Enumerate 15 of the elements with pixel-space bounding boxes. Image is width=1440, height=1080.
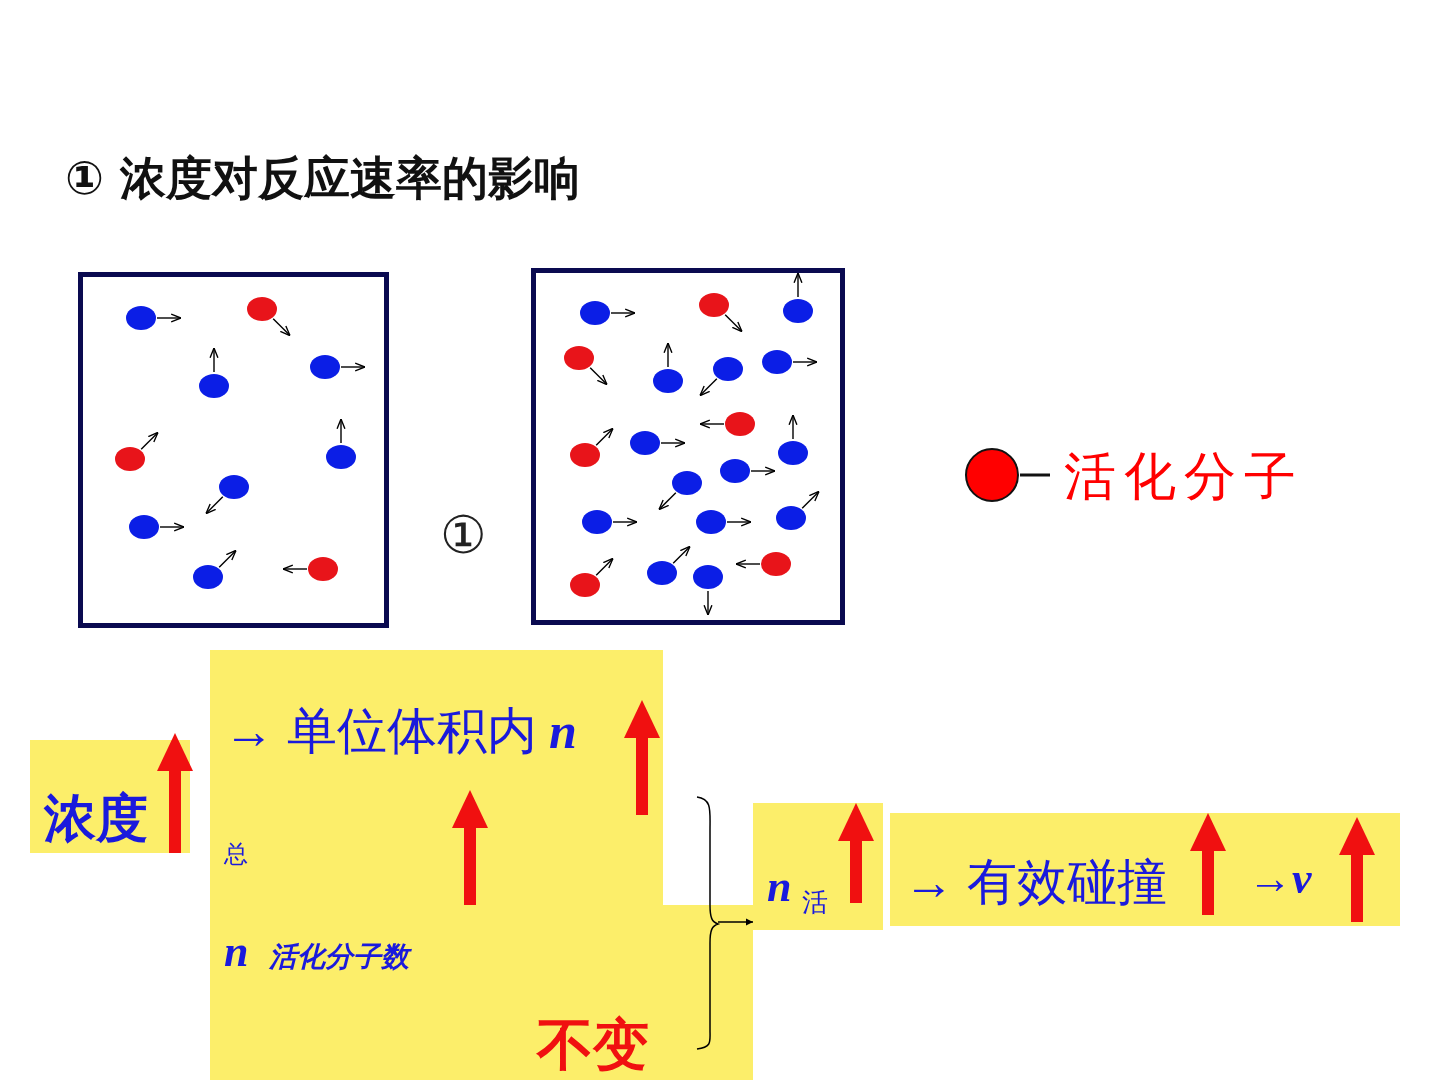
node-label: 总 [224,840,248,869]
node-label: 不变 [537,1011,649,1079]
text-panel [210,650,753,1080]
title: ① 浓度对反应速率的影响 [65,150,580,207]
node-label: n 活化分子数 [224,926,410,977]
symbol-label: ① [440,505,487,565]
node-label: 浓度 [44,787,148,850]
concept-box [753,803,883,930]
node-label: →v [1248,853,1312,904]
node-label: n $_{活}$ [767,861,829,919]
concept-box [890,813,1400,926]
arrow [717,918,754,926]
concept-box [30,740,190,853]
node-label: → 单位体积内 n [224,702,577,761]
node-label: → 有效碰撞 [904,853,1167,912]
